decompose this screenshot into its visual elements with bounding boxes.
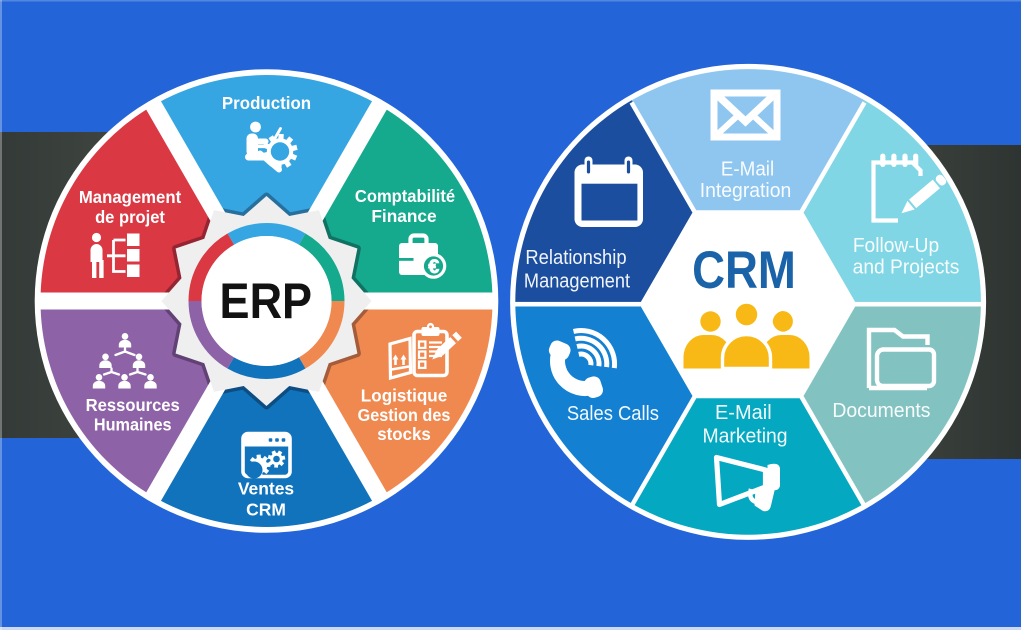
svg-text:ERP: ERP [220, 274, 312, 330]
svg-text:Integration: Integration [700, 180, 792, 202]
svg-text:and Projects: and Projects [853, 256, 960, 278]
svg-text:stocks: stocks [377, 424, 431, 445]
svg-text:E-Mail: E-Mail [715, 402, 772, 424]
svg-text:Gestion des: Gestion des [358, 405, 451, 425]
svg-text:Management: Management [524, 271, 631, 293]
svg-text:€: € [428, 256, 439, 278]
svg-text:de projet: de projet [95, 206, 165, 227]
svg-text:Documents: Documents [832, 400, 930, 422]
svg-text:Marketing: Marketing [702, 425, 787, 447]
svg-text:Follow-Up: Follow-Up [853, 235, 939, 257]
svg-text:Sales Calls: Sales Calls [567, 403, 659, 425]
svg-text:Production: Production [222, 93, 311, 114]
svg-text:Logistique: Logistique [361, 385, 448, 406]
svg-text:Comptabilité: Comptabilité [355, 185, 456, 206]
svg-text:Ventes: Ventes [238, 478, 294, 498]
svg-text:Ressources: Ressources [86, 396, 180, 415]
svg-text:Relationship: Relationship [525, 247, 626, 269]
svg-text:E-Mail: E-Mail [721, 158, 774, 181]
svg-text:CRM: CRM [692, 241, 796, 300]
svg-text:CRM: CRM [246, 499, 286, 519]
svg-text:Management: Management [79, 186, 181, 207]
svg-text:Humaines: Humaines [94, 415, 172, 435]
svg-text:Finance: Finance [371, 206, 436, 226]
